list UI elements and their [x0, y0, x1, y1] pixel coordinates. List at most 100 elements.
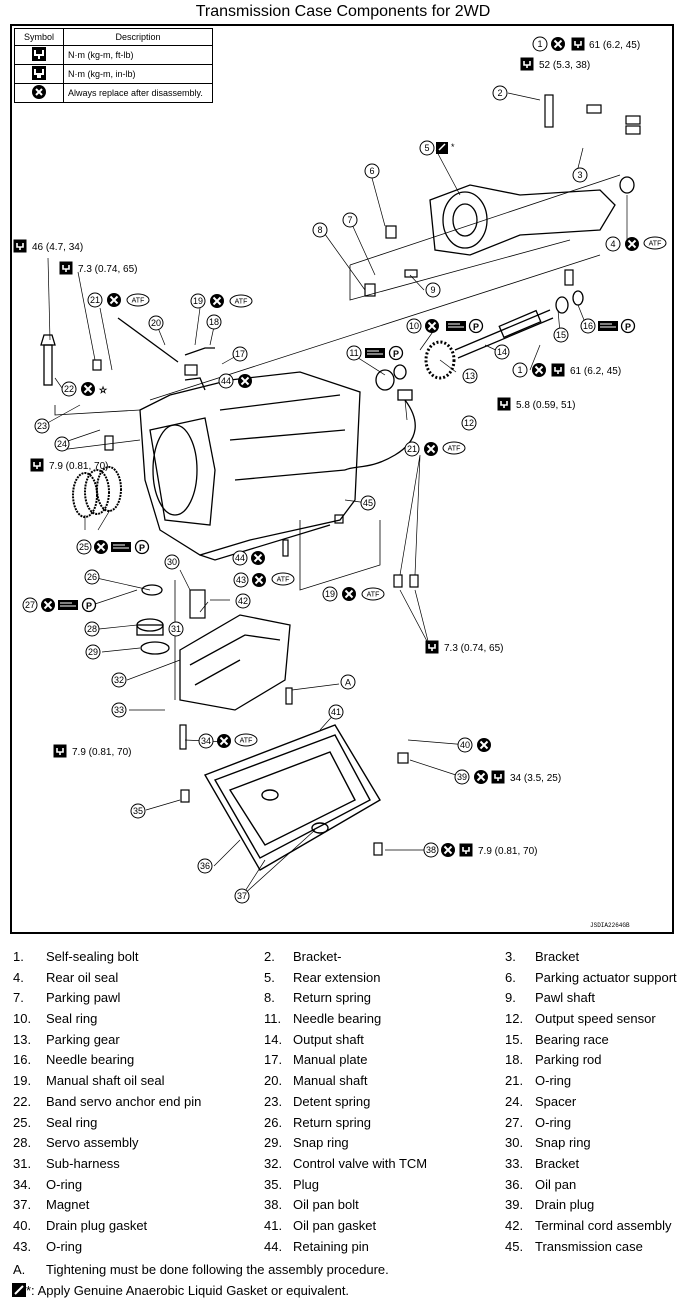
- part-number: 2.: [264, 949, 275, 964]
- part-name: Needle bearing: [46, 1052, 135, 1068]
- part-name: Oil pan bolt: [293, 1197, 359, 1213]
- part-number: 32.: [264, 1155, 283, 1171]
- part-number: 45.: [505, 1238, 524, 1254]
- part-name: Parking actuator support: [535, 969, 677, 985]
- part-number: 39.: [505, 1197, 524, 1213]
- part-number: 22.: [13, 1093, 32, 1109]
- svg-text:16: 16: [583, 321, 593, 331]
- part-name: Snap ring: [293, 1135, 349, 1151]
- svg-text:15: 15: [556, 330, 566, 340]
- part-number: 10.: [13, 1011, 32, 1027]
- output-shaft-shape: [454, 309, 554, 359]
- part-name: Magnet: [46, 1197, 90, 1213]
- svg-text:30: 30: [167, 557, 177, 567]
- part-name: Manual plate: [293, 1052, 368, 1068]
- part-name: Needle bearing: [293, 1011, 382, 1027]
- part-number: 44.: [264, 1238, 283, 1254]
- part-name: Self-sealing bolt: [46, 949, 139, 964]
- part-name: Band servo anchor end pin: [46, 1093, 202, 1109]
- svg-text:21: 21: [90, 295, 100, 305]
- part-name: Plug: [293, 1176, 320, 1192]
- svg-text:44: 44: [235, 553, 245, 563]
- svg-text:19: 19: [193, 296, 203, 306]
- part-number: 18.: [505, 1052, 524, 1068]
- svg-text:35: 35: [133, 806, 143, 816]
- part-number: 23.: [264, 1093, 283, 1109]
- part-name: Return spring: [293, 990, 372, 1006]
- part-number: 6.: [505, 969, 516, 985]
- part-name: Rear oil seal: [46, 969, 119, 985]
- svg-text:7: 7: [347, 215, 352, 225]
- rear-extension-shape: [429, 184, 616, 256]
- part-number: 13.: [13, 1031, 32, 1047]
- svg-text:40: 40: [460, 740, 470, 750]
- part-name: Control valve with TCM: [293, 1155, 428, 1171]
- diagram-title: Transmission Case Components for 2WD: [195, 3, 491, 20]
- torque-callouts: 61 (6.2, 45) 52 (5.3, 38) 46 (4.7, 34) 7…: [12, 36, 640, 858]
- grouping-lines: [54, 174, 621, 700]
- gasket-apply-icon: *: [436, 142, 455, 154]
- svg-text:*: *: [451, 142, 455, 152]
- gasket-apply-icon: [12, 1283, 26, 1297]
- part-number: 35.: [264, 1176, 283, 1192]
- svg-text:25: 25: [79, 542, 89, 552]
- svg-text:☆: ☆: [99, 385, 107, 395]
- parking-gear-shape: [424, 340, 456, 380]
- part-number: 33.: [505, 1155, 524, 1171]
- note-a-text: Tightening must be done following the as…: [46, 1262, 389, 1277]
- note-a-label: A.: [13, 1262, 26, 1277]
- svg-text:28: 28: [87, 624, 97, 634]
- callout-torque: 34 (3.5, 25): [510, 773, 561, 784]
- svg-text:ATF: ATF: [448, 446, 461, 453]
- part-number: 29.: [264, 1135, 283, 1151]
- svg-text:17: 17: [235, 349, 245, 359]
- svg-text:9: 9: [430, 285, 435, 295]
- part-name: Snap ring: [535, 1135, 591, 1151]
- part-name: Sub-harness: [46, 1155, 120, 1171]
- part-number: 1.: [13, 949, 24, 964]
- part-name: Oil pan: [535, 1176, 577, 1192]
- part-name: Return spring: [293, 1114, 372, 1130]
- svg-text:1: 1: [517, 365, 522, 375]
- part-number: 24.: [505, 1093, 524, 1109]
- image-code: JSDIA2264GB: [590, 922, 630, 929]
- part-name: Rear extension: [293, 969, 381, 985]
- part-name: O-ring: [535, 1114, 572, 1130]
- part-number: 3.: [505, 949, 516, 964]
- transmission-case-shape: [139, 371, 361, 561]
- callout-torque: 46 (4.7, 34): [32, 242, 83, 253]
- part-number: 41.: [264, 1217, 283, 1233]
- part-number: 40.: [13, 1217, 32, 1233]
- part-number: 5.: [264, 969, 275, 985]
- part-number: 37.: [13, 1197, 32, 1213]
- part-number: 15.: [505, 1031, 524, 1047]
- svg-text:3: 3: [577, 170, 582, 180]
- part-number: 11.: [264, 1011, 282, 1027]
- part-number-balloons: 1 2 3 4 5 6 7 8 9 10 11 12 13 14 15 16 1…: [22, 36, 621, 904]
- seal-ring-shape: [375, 364, 407, 391]
- part-name: Drain plug gasket: [46, 1217, 148, 1233]
- svg-text:18: 18: [209, 317, 219, 327]
- svg-text:44: 44: [221, 376, 231, 386]
- svg-text:A: A: [345, 678, 351, 688]
- svg-text:34: 34: [201, 736, 211, 746]
- torque-wrench-icon: [14, 45, 64, 65]
- svg-text:ATF: ATF: [235, 299, 248, 306]
- part-number: 20.: [264, 1073, 283, 1089]
- svg-text:21: 21: [407, 444, 417, 454]
- svg-text:23: 23: [37, 421, 47, 431]
- part-name: Drain plug: [535, 1197, 595, 1213]
- svg-text:ATF: ATF: [649, 241, 662, 248]
- manual-shaft-shape: [117, 317, 215, 391]
- part-name: Bearing race: [535, 1031, 609, 1047]
- part-name: Parking rod: [535, 1052, 602, 1068]
- svg-text:36: 36: [200, 861, 210, 871]
